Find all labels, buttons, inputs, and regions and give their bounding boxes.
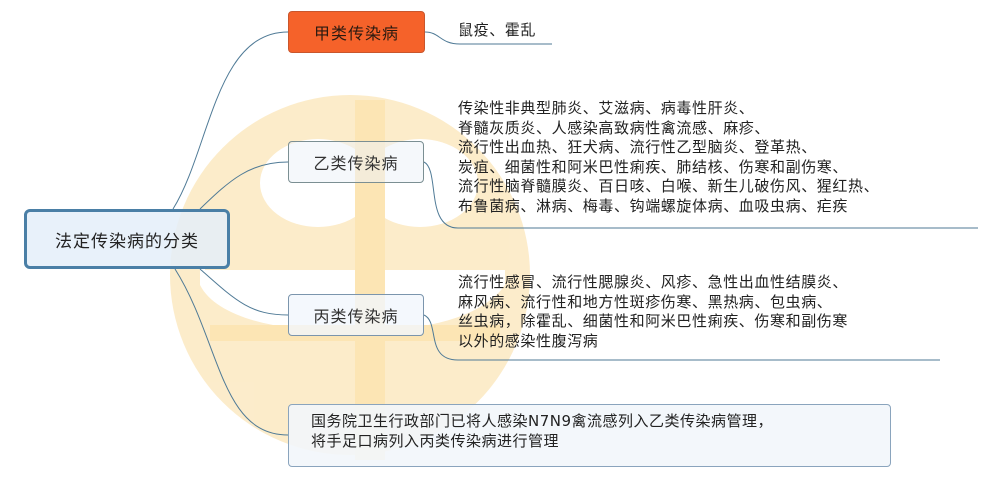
branch-label-class-c: 丙类传染病 (313, 307, 399, 326)
note-line: 将手足口病列入丙类传染病进行管理 (311, 432, 560, 450)
leaf-line: 以外的感染性腹泻病 (458, 331, 599, 350)
connector-jia-leaf (424, 31, 552, 45)
connector-root-yi (199, 161, 289, 210)
leaf-class-b-diseases: 传染性非典型肺炎、艾滋病、病毒性肝炎、 脊髓灰质炎、人感染高致病性禽流感、麻疹、… (458, 99, 879, 216)
connector-root-note (174, 268, 289, 436)
note-line: 国务院卫生行政部门已将人感染N7N9禽流感列入乙类传染病管理， (311, 412, 774, 430)
connector-root-bing (199, 268, 289, 316)
leaf-class-a-diseases: 鼠疫、霍乱 (458, 21, 536, 41)
leaf-line: 麻风病、流行性和地方性斑疹伤寒、黑热病、包虫病、 (458, 292, 833, 311)
leaf-line: 布鲁菌病、淋病、梅毒、钩端螺旋体病、血吸虫病、疟疾 (458, 196, 849, 215)
note-node[interactable]: 国务院卫生行政部门已将人感染N7N9禽流感列入乙类传染病管理， 将手足口病列入丙… (288, 404, 891, 467)
connector-bing-leaf (423, 314, 940, 361)
branch-label-class-a: 甲类传染病 (313, 24, 399, 43)
connector-yi-leaf (423, 161, 978, 229)
leaf-line: 丝虫病，除霍乱、细菌性和阿米巴性痢疾、伤寒和副伤寒 (458, 312, 849, 330)
leaf-line: 炭疽、细菌性和阿米巴性痢疾、肺结核、伤寒和副伤寒、 (458, 157, 849, 176)
branch-node-class-b[interactable]: 乙类传染病 (288, 141, 424, 183)
leaf-line: 流行性感冒、流行性腮腺炎、风疹、急性出血性结膜炎、 (458, 273, 849, 291)
leaf-line: 流行性出血热、狂犬病、流行性乙型脑炎、登革热、 (458, 138, 817, 156)
branch-node-class-a[interactable]: 甲类传染病 (288, 11, 425, 53)
leaf-line: 流行性脑脊髓膜炎、百日咳、白喉、新生儿破伤风、猩红热、 (458, 177, 880, 195)
leaf-line: 脊髓灰质炎、人感染高致病性禽流感、麻疹、 (458, 118, 771, 137)
connector-root-jia (172, 31, 289, 210)
root-node[interactable]: 法定传染病的分类 (24, 209, 230, 269)
leaf-line: 传染性非典型肺炎、艾滋病、病毒性肝炎、 (458, 99, 755, 117)
branch-node-class-c[interactable]: 丙类传染病 (288, 294, 424, 336)
root-label: 法定传染病的分类 (55, 231, 199, 252)
leaf-class-c-diseases: 流行性感冒、流行性腮腺炎、风疹、急性出血性结膜炎、 麻风病、流行性和地方性斑疹伤… (458, 273, 848, 351)
branch-label-class-b: 乙类传染病 (313, 154, 399, 173)
leaf-line: 鼠疫、霍乱 (458, 21, 537, 39)
